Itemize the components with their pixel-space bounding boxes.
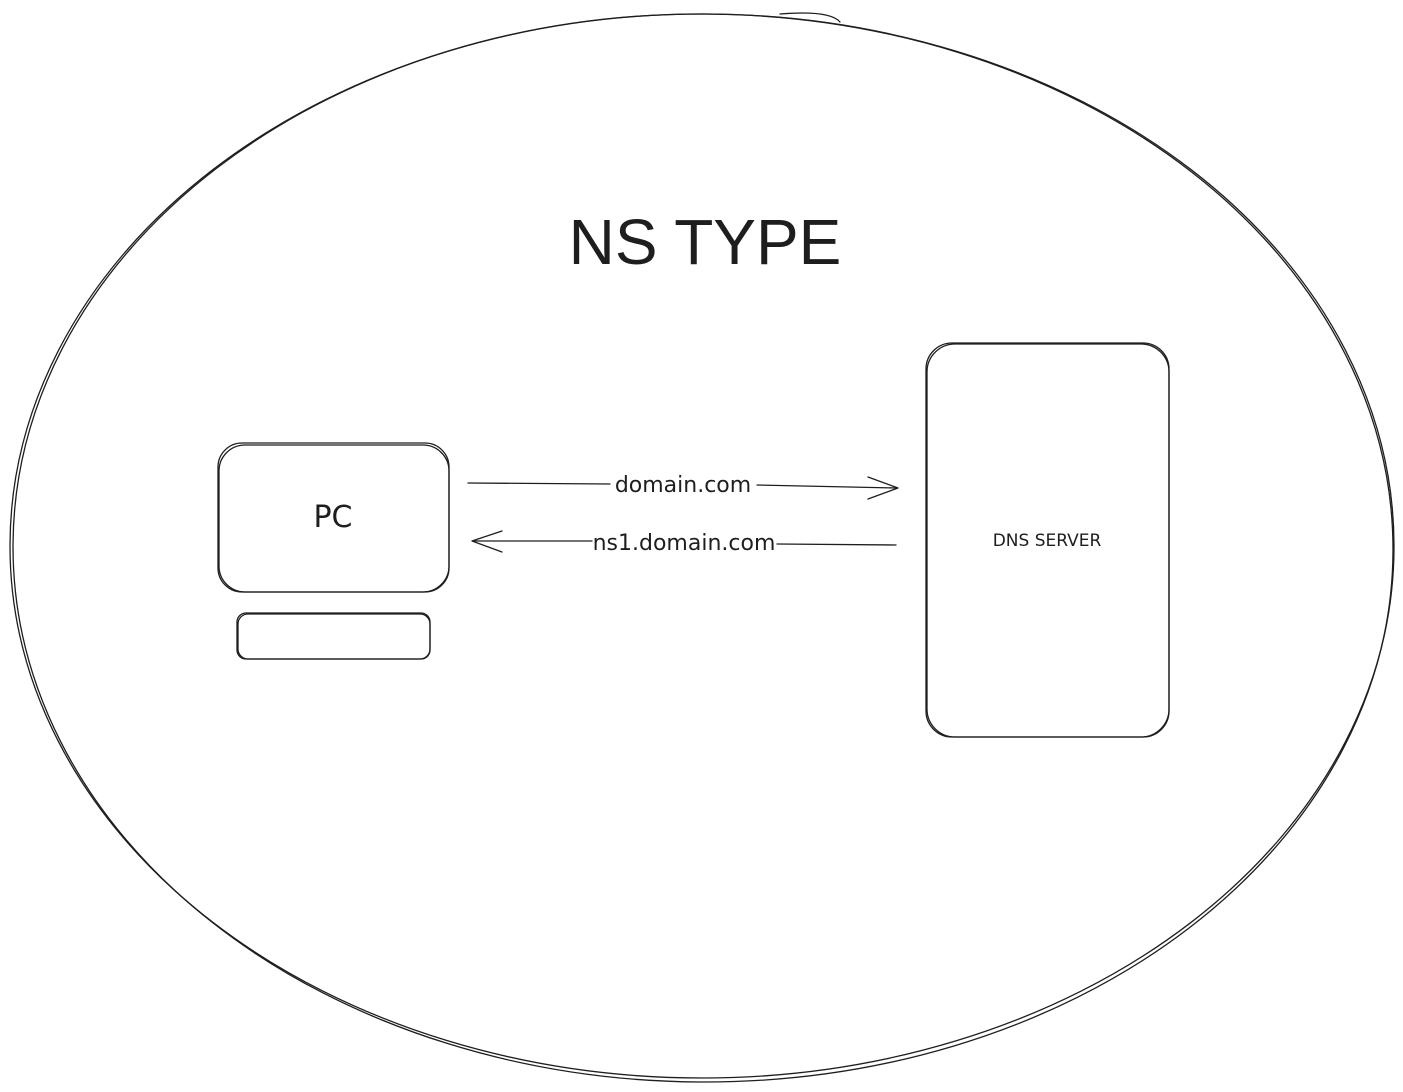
pc-keyboard-sketch	[237, 613, 431, 660]
ellipse-overlap-mark	[779, 12, 841, 23]
diagram-title: NS TYPE	[569, 206, 842, 278]
request-label: domain.com	[615, 473, 751, 498]
response-label: ns1.domain.com	[593, 531, 776, 556]
request-arrowhead	[867, 476, 899, 500]
boundary-ellipse	[9, 12, 1395, 1083]
response-arrow: ns1.domain.com	[471, 530, 897, 556]
dns-server-box-sketch	[926, 343, 1170, 738]
request-arrow-line-right	[756, 484, 898, 489]
pc-monitor-sketch	[218, 444, 450, 593]
pc-keyboard	[236, 612, 431, 660]
pc-node[interactable]: PC	[217, 442, 450, 660]
dns-server-node[interactable]: DNS SERVER	[925, 342, 1170, 738]
response-arrowhead	[471, 530, 503, 553]
request-arrow-line-left	[467, 482, 611, 485]
dns-server-label: DNS SERVER	[993, 531, 1102, 551]
pc-label: PC	[313, 500, 352, 535]
request-arrow: domain.com	[467, 473, 899, 500]
response-arrow-line-right	[776, 543, 897, 546]
